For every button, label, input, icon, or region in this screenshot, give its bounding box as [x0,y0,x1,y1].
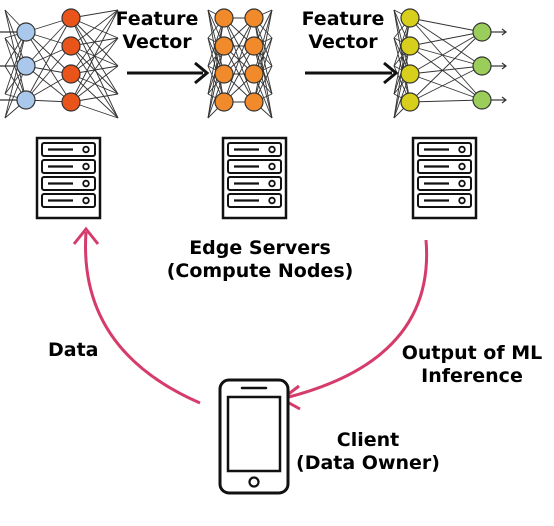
network-3-layer-1-node [400,8,420,28]
feature-vector-label-2-line2: Vector [308,30,378,53]
feature-vector-label-2-line1: Feature [301,8,385,30]
network-2-layer-2-node [244,8,264,28]
output-label: Output of ML Inference [398,342,546,388]
network-3-layer-2-node [472,90,492,110]
feature-vector-label-1: Feature Vector [112,8,202,54]
network-2-layer-1-node [214,64,234,84]
feature-vector-label-1-line2: Vector [122,30,192,53]
network-2-layer-1-node [214,36,234,56]
edge-server-3-icon [411,136,478,220]
network-3-layer-1-node [400,36,420,56]
network-3-layer-1-node [400,92,420,112]
network-1-layer-2-node [61,36,81,56]
network-1-layer-1-node [16,90,36,110]
data-label: Data [48,339,99,361]
output-label-line1: Output of ML [401,342,543,364]
data-upload-arc [72,226,201,405]
client-label-line2: (Data Owner) [296,451,440,474]
neural-network-2 [207,8,273,119]
network-1-layer-2-node [61,92,81,112]
output-label-line2: Inference [421,364,523,387]
network-3-layer-1-node [400,64,420,84]
smartphone-icon [218,378,290,495]
network-1-layer-2-node [61,8,81,28]
edge-servers-label: Edge Servers (Compute Nodes) [140,237,380,283]
network-2-layer-2-node [244,64,264,84]
edge-servers-label-line1: Edge Servers [189,237,331,259]
edge-server-2-icon [221,136,288,220]
network-2-layer-1-node [214,92,234,112]
feature-vector-label-1-line1: Feature [115,8,199,30]
network-2-layer-2-node [244,36,264,56]
network-1-layer-2-node [61,64,81,84]
feature-vector-arrow-1 [127,61,210,85]
feature-vector-arrow-2 [305,61,399,85]
network-1-layer-1-node [16,56,36,76]
client-label-line1: Client [336,429,400,451]
network-3-layer-2-node [472,56,492,76]
edge-server-1-icon [35,136,102,220]
network-1-layer-1-node [16,22,36,42]
edge-servers-label-line2: (Compute Nodes) [166,259,354,282]
neural-network-3 [393,8,507,119]
network-2-layer-2-node [244,92,264,112]
network-3-layer-2-node [472,22,492,42]
feature-vector-label-2: Feature Vector [298,8,388,54]
neural-network-1 [0,8,119,119]
network-2-layer-1-node [214,8,234,28]
client-label: Client (Data Owner) [288,429,448,475]
